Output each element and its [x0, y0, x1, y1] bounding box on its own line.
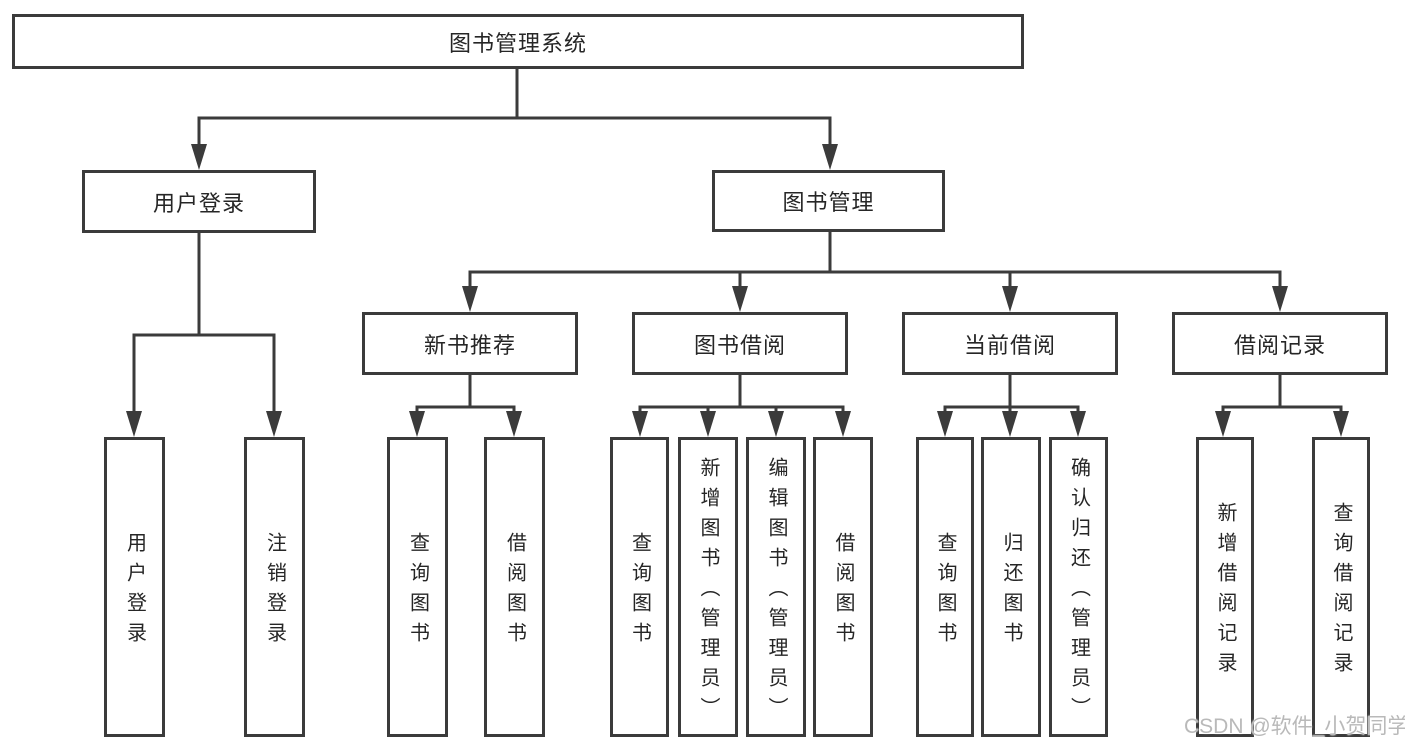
- leaf-recommend-query-book-label: 查询图书: [406, 532, 429, 652]
- connector-edges: [132, 68, 1343, 419]
- leaf-recommend-query-book: 查询图书: [387, 437, 448, 737]
- leaf-recommend-borrow-book-label: 借阅图书: [503, 532, 526, 652]
- leaf-records-add-record-label: 新增借阅记录: [1214, 502, 1236, 682]
- node-new-book-recommend: 新书推荐: [362, 312, 578, 375]
- node-new-book-recommend-label: 新书推荐: [423, 332, 516, 358]
- leaf-records-query-record: 查询借阅记录: [1312, 437, 1370, 737]
- node-root: 图书管理系统: [12, 14, 1024, 69]
- leaf-recommend-borrow-book: 借阅图书: [484, 437, 545, 737]
- leaf-borrow-borrow-book: 借阅图书: [813, 437, 873, 737]
- leaf-borrow-query-book: 查询图书: [610, 437, 669, 737]
- leaf-borrow-edit-book-admin-label: 编辑图书（管理员）: [765, 457, 787, 727]
- leaf-current-return-book: 归还图书: [981, 437, 1041, 737]
- node-user-login: 用户登录: [82, 170, 316, 233]
- leaf-borrow-query-book-label: 查询图书: [628, 532, 651, 652]
- node-root-label: 图书管理系统: [448, 30, 587, 56]
- node-book-management: 图书管理: [712, 170, 945, 232]
- leaf-current-query-book: 查询图书: [916, 437, 974, 737]
- node-current-borrowing-label: 当前借阅: [963, 332, 1056, 358]
- leaf-logout-login: 注销登录: [244, 437, 305, 737]
- leaf-borrow-edit-book-admin: 编辑图书（管理员）: [746, 437, 806, 737]
- leaf-logout-login-label: 注销登录: [263, 532, 286, 652]
- leaf-current-confirm-return-admin: 确认归还（管理员）: [1049, 437, 1108, 737]
- leaf-borrow-add-book-admin: 新增图书（管理员）: [678, 437, 738, 737]
- node-book-management-label: 图书管理: [782, 190, 875, 215]
- leaf-user-login-label: 用户登录: [123, 532, 146, 652]
- node-book-borrowing: 图书借阅: [632, 312, 848, 375]
- node-user-login-label: 用户登录: [152, 190, 245, 216]
- leaf-current-query-book-label: 查询图书: [934, 532, 956, 652]
- leaf-user-login: 用户登录: [104, 437, 165, 737]
- node-current-borrowing: 当前借阅: [902, 312, 1118, 375]
- arrowheads: [126, 144, 1349, 437]
- leaf-current-confirm-return-admin-label: 确认归还（管理员）: [1067, 457, 1090, 727]
- leaf-borrow-add-book-admin-label: 新增图书（管理员）: [697, 457, 719, 727]
- leaf-borrow-borrow-book-label: 借阅图书: [832, 532, 854, 652]
- node-book-borrowing-label: 图书借阅: [693, 332, 786, 358]
- node-borrowing-records-label: 借阅记录: [1233, 332, 1326, 358]
- leaf-records-query-record-label: 查询借阅记录: [1330, 502, 1352, 682]
- leaf-current-return-book-label: 归还图书: [1000, 532, 1022, 652]
- leaf-records-add-record: 新增借阅记录: [1196, 437, 1254, 737]
- csdn-watermark: CSDN @软件_小贺同学: [1184, 715, 1405, 738]
- node-borrowing-records: 借阅记录: [1172, 312, 1388, 375]
